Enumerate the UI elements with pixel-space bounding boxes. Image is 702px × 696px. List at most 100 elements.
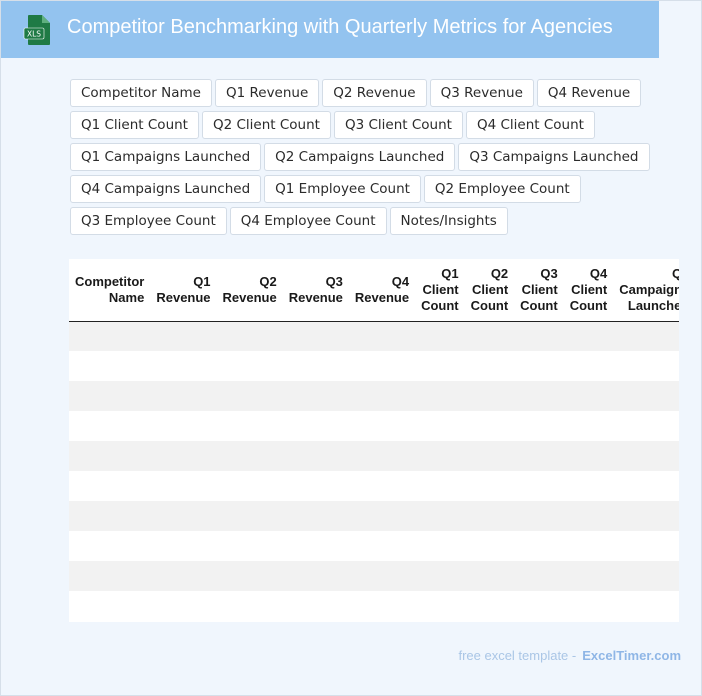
- column-header[interactable]: Q2 Client Count: [464, 259, 515, 322]
- table-cell[interactable]: [514, 501, 564, 531]
- field-chip[interactable]: Q3 Revenue: [429, 79, 534, 107]
- column-header[interactable]: Q3 Revenue: [282, 259, 349, 322]
- column-header[interactable]: Q1 Revenue: [150, 259, 217, 322]
- table-cell[interactable]: [348, 321, 416, 351]
- field-chip[interactable]: Q4 Campaigns Launched: [70, 175, 262, 203]
- table-row[interactable]: [69, 591, 679, 621]
- table-cell[interactable]: [216, 411, 283, 441]
- table-cell[interactable]: [563, 321, 614, 351]
- column-header[interactable]: Q1 Campaigns Launched: [613, 259, 679, 322]
- field-chip[interactable]: Q3 Client Count: [333, 111, 463, 139]
- table-cell[interactable]: [348, 381, 416, 411]
- table-cell[interactable]: [348, 351, 416, 381]
- table-cell[interactable]: [150, 351, 217, 381]
- column-header[interactable]: Q3 Client Count: [514, 259, 564, 322]
- table-cell[interactable]: [613, 561, 679, 591]
- table-row[interactable]: [69, 471, 679, 501]
- table-cell[interactable]: [150, 591, 217, 621]
- field-chip[interactable]: Q2 Revenue: [322, 79, 427, 107]
- table-cell[interactable]: [464, 501, 515, 531]
- table-row[interactable]: [69, 441, 679, 471]
- table-cell[interactable]: [514, 381, 564, 411]
- field-chip[interactable]: Q4 Employee Count: [229, 207, 387, 235]
- table-cell[interactable]: [514, 591, 564, 621]
- table-row[interactable]: [69, 351, 679, 381]
- field-chip[interactable]: Q3 Campaigns Launched: [458, 143, 650, 171]
- table-cell[interactable]: [69, 561, 151, 591]
- table-cell[interactable]: [415, 531, 465, 561]
- table-cell[interactable]: [348, 561, 416, 591]
- table-cell[interactable]: [282, 351, 349, 381]
- table-row[interactable]: [69, 531, 679, 561]
- field-chip[interactable]: Q1 Client Count: [70, 111, 199, 139]
- table-row[interactable]: [69, 411, 679, 441]
- table-cell[interactable]: [514, 321, 564, 351]
- table-cell[interactable]: [216, 591, 283, 621]
- table-cell[interactable]: [464, 531, 515, 561]
- table-cell[interactable]: [464, 441, 515, 471]
- table-row[interactable]: [69, 501, 679, 531]
- table-cell[interactable]: [613, 591, 679, 621]
- table-cell[interactable]: [563, 591, 614, 621]
- table-cell[interactable]: [150, 501, 217, 531]
- table-row[interactable]: [69, 381, 679, 411]
- table-cell[interactable]: [216, 561, 283, 591]
- table-cell[interactable]: [613, 411, 679, 441]
- table-cell[interactable]: [613, 501, 679, 531]
- table-cell[interactable]: [282, 501, 349, 531]
- table-cell[interactable]: [415, 321, 465, 351]
- field-chip[interactable]: Q2 Campaigns Launched: [264, 143, 456, 171]
- table-cell[interactable]: [69, 591, 151, 621]
- field-chip[interactable]: Notes/Insights: [389, 207, 508, 235]
- column-header[interactable]: Q2 Revenue: [216, 259, 283, 322]
- field-chip[interactable]: Q2 Employee Count: [423, 175, 581, 203]
- table-cell[interactable]: [415, 381, 465, 411]
- table-cell[interactable]: [150, 441, 217, 471]
- table-row[interactable]: [69, 561, 679, 591]
- table-cell[interactable]: [282, 561, 349, 591]
- field-chip[interactable]: Q1 Campaigns Launched: [70, 143, 262, 171]
- table-cell[interactable]: [415, 561, 465, 591]
- table-cell[interactable]: [613, 441, 679, 471]
- table-cell[interactable]: [150, 531, 217, 561]
- table-cell[interactable]: [464, 561, 515, 591]
- table-cell[interactable]: [216, 531, 283, 561]
- field-chip[interactable]: Q2 Client Count: [201, 111, 331, 139]
- field-chip[interactable]: Competitor Name: [70, 79, 212, 107]
- table-cell[interactable]: [563, 441, 614, 471]
- table-cell[interactable]: [348, 411, 416, 441]
- table-cell[interactable]: [613, 531, 679, 561]
- table-cell[interactable]: [69, 411, 151, 441]
- table-cell[interactable]: [216, 381, 283, 411]
- column-header[interactable]: Q1 Client Count: [415, 259, 465, 322]
- field-chip[interactable]: Q1 Revenue: [214, 79, 320, 107]
- field-chip[interactable]: Q3 Employee Count: [70, 207, 227, 235]
- table-cell[interactable]: [216, 471, 283, 501]
- table-cell[interactable]: [563, 531, 614, 561]
- table-cell[interactable]: [613, 321, 679, 351]
- table-cell[interactable]: [613, 471, 679, 501]
- table-cell[interactable]: [613, 381, 679, 411]
- table-cell[interactable]: [282, 381, 349, 411]
- table-cell[interactable]: [415, 591, 465, 621]
- field-chip[interactable]: Q4 Client Count: [465, 111, 595, 139]
- column-header[interactable]: Q4 Revenue: [348, 259, 416, 322]
- column-header[interactable]: Competitor Name: [69, 259, 151, 322]
- table-cell[interactable]: [514, 441, 564, 471]
- table-cell[interactable]: [216, 351, 283, 381]
- table-cell[interactable]: [514, 531, 564, 561]
- table-cell[interactable]: [150, 561, 217, 591]
- table-cell[interactable]: [563, 351, 614, 381]
- table-cell[interactable]: [563, 381, 614, 411]
- column-header[interactable]: Q4 Client Count: [563, 259, 614, 322]
- table-row[interactable]: [69, 321, 679, 351]
- table-cell[interactable]: [150, 411, 217, 441]
- table-cell[interactable]: [69, 441, 151, 471]
- table-cell[interactable]: [514, 351, 564, 381]
- table-cell[interactable]: [464, 591, 515, 621]
- table-cell[interactable]: [348, 501, 416, 531]
- table-cell[interactable]: [150, 381, 217, 411]
- table-cell[interactable]: [415, 351, 465, 381]
- table-cell[interactable]: [282, 321, 349, 351]
- table-cell[interactable]: [563, 561, 614, 591]
